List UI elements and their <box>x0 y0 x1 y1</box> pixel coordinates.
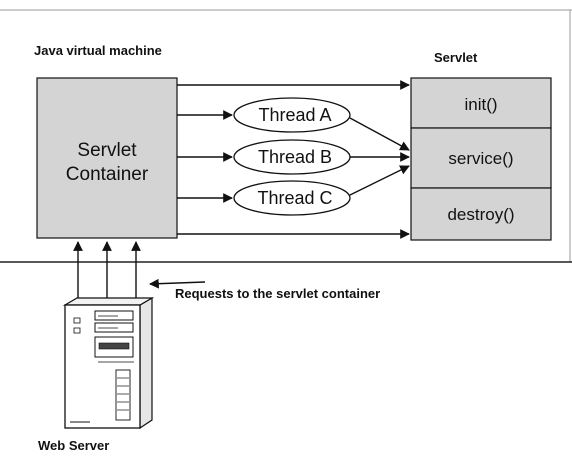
method-service: service() <box>448 149 513 168</box>
servlet-heading: Servlet <box>434 50 478 65</box>
web-server-icon <box>62 296 155 430</box>
container-label-line1: Servlet <box>77 140 137 161</box>
thread-a-label: Thread A <box>258 105 331 125</box>
method-init: init() <box>464 95 497 114</box>
init-box <box>410 77 552 129</box>
requests-pointer-arrow <box>149 278 206 289</box>
thread-a-ellipse <box>233 97 351 133</box>
flow-arrows <box>73 80 410 300</box>
container-label-line2: Container <box>66 164 149 185</box>
thread-c-label: Thread C <box>257 188 332 208</box>
thread-b-label: Thread B <box>258 147 332 167</box>
threads: Thread A Thread B Thread C <box>233 97 351 216</box>
requests-label: Requests to the servlet container <box>175 286 380 301</box>
web-server-label: Web Server <box>38 438 109 453</box>
jvm-label: Java virtual machine <box>34 43 162 58</box>
servlet-methods: init() service() destroy() <box>410 77 552 241</box>
servlet-container-box <box>36 77 178 239</box>
thread-c-ellipse <box>233 180 351 216</box>
method-destroy: destroy() <box>447 205 514 224</box>
arrow-thread-a-to-service <box>349 117 410 151</box>
jvm-frame <box>0 9 572 263</box>
arrow-thread-c-to-service <box>349 165 410 196</box>
service-box <box>410 127 552 189</box>
destroy-box <box>410 187 552 241</box>
